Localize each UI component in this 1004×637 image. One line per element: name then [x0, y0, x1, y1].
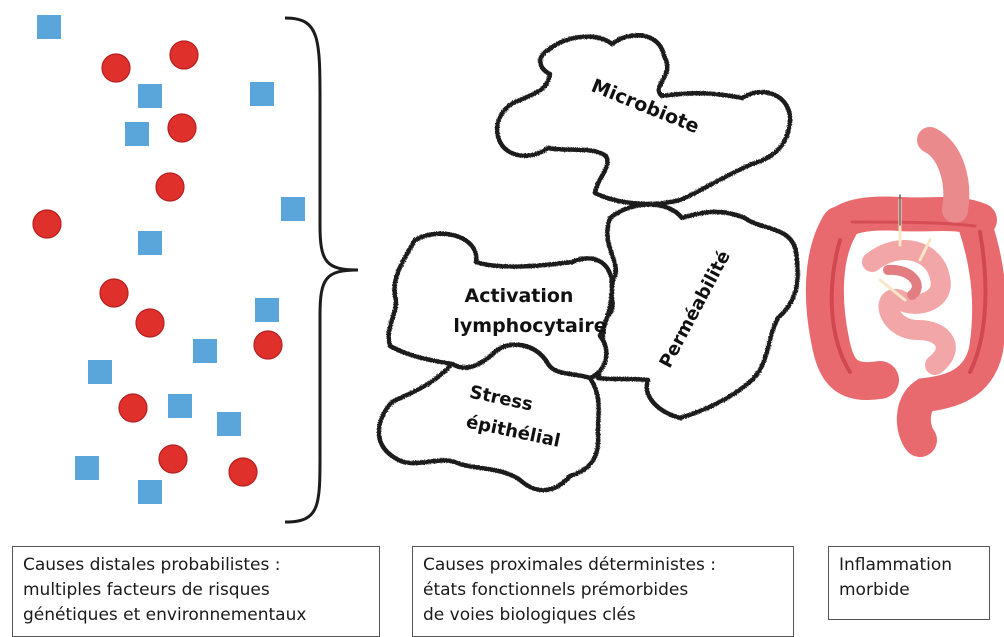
risk-circle-marker [253, 330, 283, 360]
risk-square-marker [217, 412, 241, 436]
risk-circle-marker [118, 393, 148, 423]
puzzle-piece-microbiote [494, 33, 793, 207]
caption-proximal-line2: états fonctionnels prémorbides [423, 580, 689, 600]
risk-square-marker [138, 231, 162, 255]
risk-square-marker [138, 84, 162, 108]
risk-square-marker [168, 394, 192, 418]
caption-inflammation-line1: Inflammation [839, 555, 953, 575]
risk-square-marker [281, 197, 305, 221]
risk-square-marker [255, 298, 279, 322]
intestine-illustration [805, 127, 1004, 457]
risk-circle-marker [228, 457, 258, 487]
caption-distal-line2: multiples facteurs de risques [23, 580, 270, 600]
risk-square-marker [37, 15, 61, 39]
risk-square-marker [75, 456, 99, 480]
risk-factor-markers [32, 15, 305, 504]
caption-distal-causes: Causes distales probabilistes : multiple… [12, 546, 380, 637]
label-activation-line1: Activation [465, 285, 574, 307]
risk-circle-marker [169, 40, 199, 70]
caption-proximal-causes: Causes proximales déterministes : états … [412, 546, 794, 637]
caption-distal-line1: Causes distales probabilistes : [23, 555, 281, 575]
risk-circle-marker [101, 53, 131, 83]
risk-square-marker [250, 82, 274, 106]
caption-inflammation: Inflammation morbide [828, 546, 990, 620]
caption-inflammation-line2: morbide [839, 580, 910, 600]
risk-circle-marker [158, 444, 188, 474]
risk-square-marker [125, 122, 149, 146]
risk-circle-marker [167, 113, 197, 143]
risk-circle-marker [155, 172, 185, 202]
label-activation-line2: lymphocytaire [453, 315, 606, 337]
risk-circle-marker [32, 209, 62, 239]
risk-square-marker [138, 480, 162, 504]
risk-square-marker [88, 360, 112, 384]
risk-circle-marker [135, 308, 165, 338]
caption-proximal-line1: Causes proximales déterministes : [423, 555, 716, 575]
caption-proximal-line3: de voies biologiques clés [423, 605, 636, 625]
curly-brace [284, 16, 359, 524]
risk-square-marker [193, 339, 217, 363]
caption-distal-line3: génétiques et environnementaux [23, 605, 307, 625]
puzzle-piece-stress [376, 342, 601, 493]
risk-circle-marker [99, 278, 129, 308]
